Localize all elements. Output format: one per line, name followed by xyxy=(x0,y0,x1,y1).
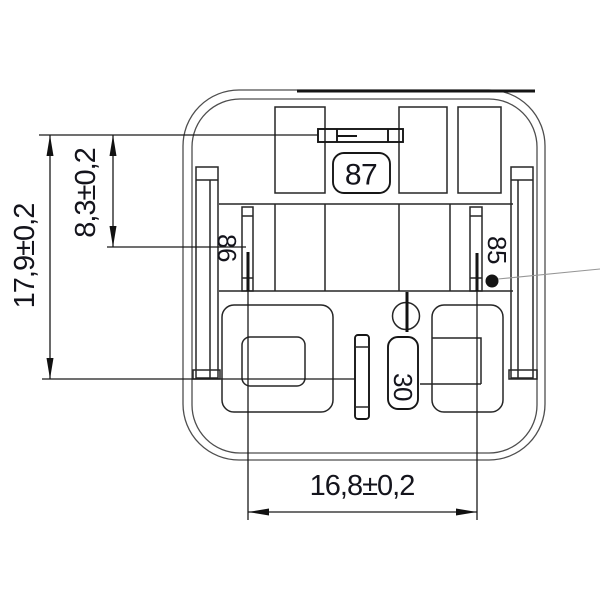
dimension-width-label: 16,8±0,2 xyxy=(310,470,415,502)
relay-body-outline xyxy=(182,89,546,461)
top-cavity-left xyxy=(274,106,326,194)
terminal-slot-85 xyxy=(469,206,483,292)
bottom-cavity-left xyxy=(221,304,334,413)
dimension-upper-label: 8,3±0,2 xyxy=(70,148,102,238)
pin-87-label: 87 xyxy=(345,159,377,192)
dimension-width: 16,8±0,2 xyxy=(247,255,478,520)
top-cavity-right xyxy=(457,106,502,194)
arrowhead-up-icon xyxy=(109,135,117,156)
arrowhead-right-icon xyxy=(456,508,477,516)
latch-bar xyxy=(317,128,404,143)
arrowhead-up-icon xyxy=(46,135,54,156)
arrowhead-down-icon xyxy=(109,226,117,247)
slot-30-outline xyxy=(387,336,419,410)
latch-bar-outline xyxy=(317,128,404,143)
pin-86-label: 86 xyxy=(212,234,242,262)
top-band: 87 xyxy=(219,106,513,205)
right-rail xyxy=(510,166,534,379)
reference-point-dot xyxy=(485,274,499,288)
left-rail xyxy=(195,166,219,379)
body-inner-outline xyxy=(191,98,538,454)
center-slot xyxy=(354,334,370,420)
bottom-cavity-left-inner xyxy=(241,336,306,387)
arrowhead-down-icon xyxy=(46,358,54,379)
bottom-band: 30 xyxy=(221,292,504,420)
key-hole xyxy=(391,292,421,332)
dimension-height-label: 17,9±0,2 xyxy=(9,204,41,309)
terminal-slot-30 xyxy=(387,336,419,410)
leader-line xyxy=(497,268,600,280)
pin-85-label: 85 xyxy=(482,236,512,264)
right-rail-foot xyxy=(508,369,538,380)
dimension-upper: 8,3±0,2 xyxy=(70,135,246,248)
arrowhead-left-icon xyxy=(248,508,269,516)
dimension-height: 17,9±0,2 xyxy=(9,134,355,380)
middle-band: 86 85 xyxy=(212,204,600,292)
pin-30-label: 30 xyxy=(388,373,418,401)
bottom-cavity-right xyxy=(431,304,504,413)
top-cavity-middle xyxy=(398,106,448,194)
bottom-cavity-right-notch xyxy=(432,337,482,384)
pin-87-box xyxy=(332,152,391,194)
center-slot-outline xyxy=(354,334,370,420)
